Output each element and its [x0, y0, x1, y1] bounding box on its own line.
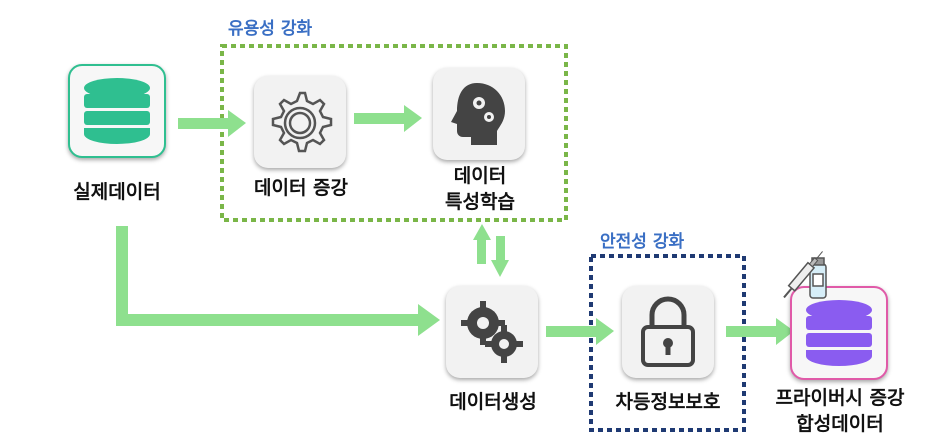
synthetic-data-label-line1: 프라이버시 증강 [775, 387, 905, 409]
arrow-generation-to-privacy [546, 318, 614, 345]
feature-learning-label-line1: 데이터 [453, 165, 507, 187]
real-data-tile [68, 64, 166, 158]
syringe-vial-icon [783, 251, 827, 299]
arrow-real-to-generation [116, 226, 440, 336]
safety-region-border [589, 254, 746, 432]
augmentation-tile [254, 76, 346, 168]
database-icon [84, 78, 150, 144]
differential-privacy-tile [622, 286, 714, 378]
synthetic-data-label-line2: 합성데이터 [796, 413, 884, 435]
gears-icon [461, 301, 523, 363]
generation-tile [446, 286, 538, 378]
real-data-label: 실제데이터 [73, 181, 161, 203]
synthetic-data-tile [790, 286, 888, 380]
arrow-privacy-to-synthetic [726, 318, 794, 345]
utility-region-title: 유용성 강화 [228, 19, 313, 39]
generation-label: 데이터생성 [449, 391, 537, 413]
arrow-real-to-augment [178, 110, 246, 137]
differential-privacy-label: 차등정보보호 [615, 391, 721, 413]
safety-region-title: 안전성 강화 [600, 232, 685, 252]
head-gears-icon [451, 83, 505, 145]
arrow-augment-to-learning [354, 105, 422, 132]
augmentation-label: 데이터 증강 [253, 177, 348, 199]
database-icon [806, 300, 872, 366]
feature-learning-tile [433, 68, 525, 160]
padlock-icon [641, 296, 695, 367]
feature-learning-label-line2: 특성학습 [445, 191, 515, 213]
arrow-learning-generation-bidirectional [473, 224, 509, 277]
gear-icon [271, 91, 333, 153]
utility-region-border [220, 44, 568, 222]
